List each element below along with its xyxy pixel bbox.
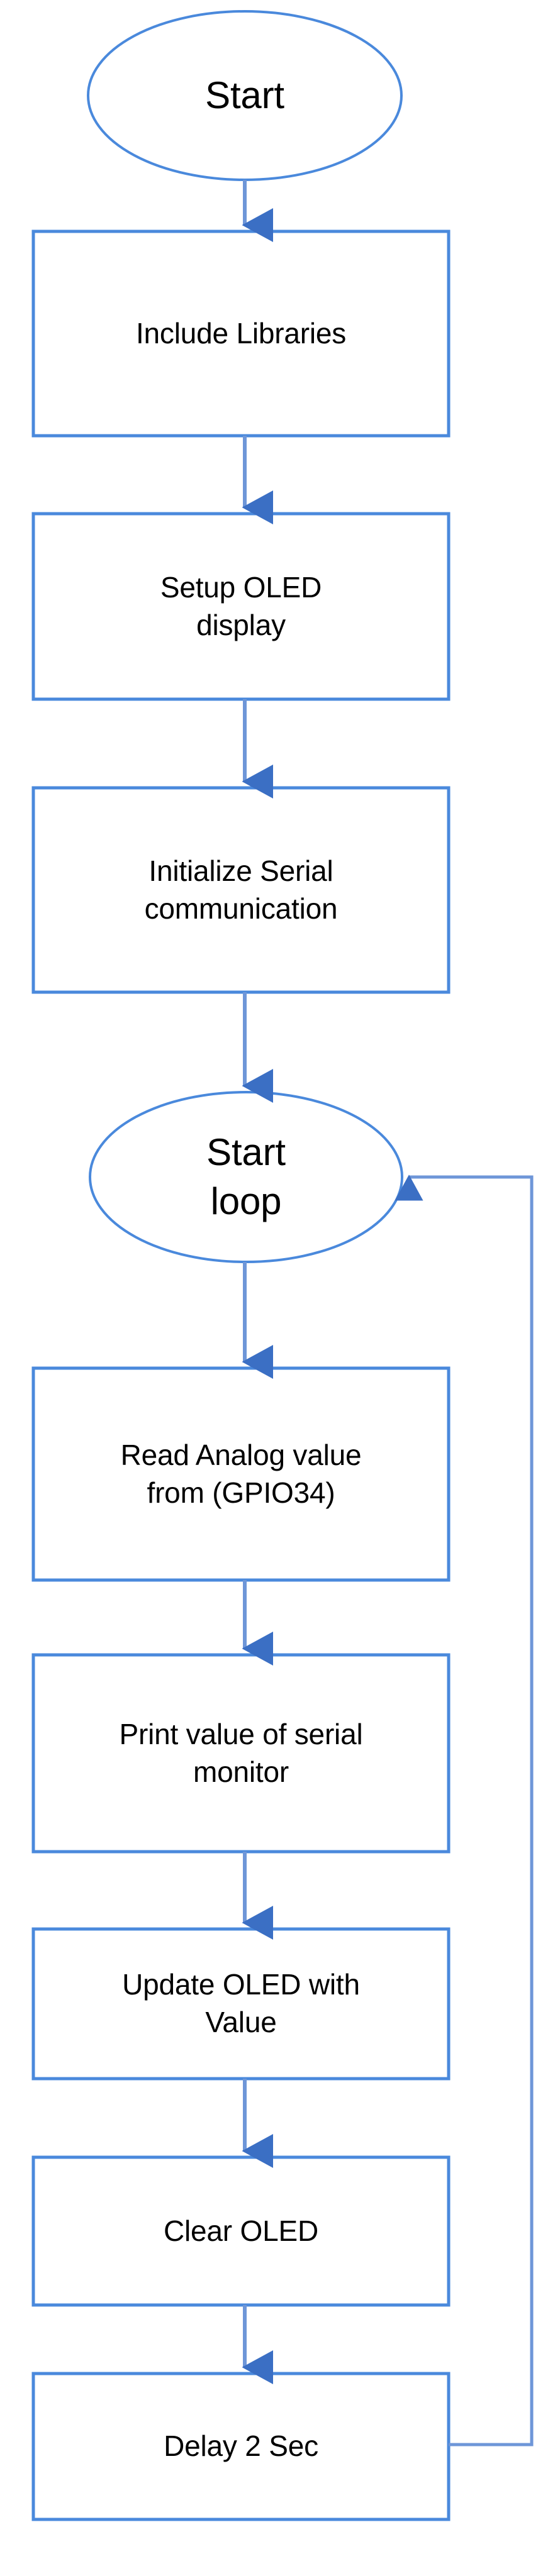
clear-oled-box-shape[interactable] [31,2155,451,2307]
setup-oled-display-box-shape[interactable] [31,512,451,701]
delay-2-sec-node[interactable] [33,2374,449,2519]
start-node[interactable] [88,11,401,180]
read-analog-value-node[interactable] [33,1368,449,1580]
initialize-serial-communication-node[interactable] [33,788,449,992]
read-analog-value-box-shape[interactable] [31,1366,451,1582]
clear-oled-node[interactable] [33,2157,449,2305]
include-libraries-node[interactable] [33,231,449,436]
connector-feedback-loop-delay-to-start-loop [395,1175,534,2446]
update-oled-with-value-box-shape[interactable] [31,1927,451,2081]
initialize-serial-communication-box-shape[interactable] [31,786,451,994]
setup-oled-display-node[interactable] [33,514,449,699]
print-value-serial-monitor-node[interactable] [33,1655,449,1852]
print-value-serial-monitor-box-shape[interactable] [31,1653,451,1854]
start-loop-node[interactable] [90,1092,402,1262]
delay-2-sec-box-shape[interactable] [31,2372,451,2521]
include-libraries-box-shape[interactable] [31,229,451,438]
update-oled-with-value-node[interactable] [33,1929,449,2079]
